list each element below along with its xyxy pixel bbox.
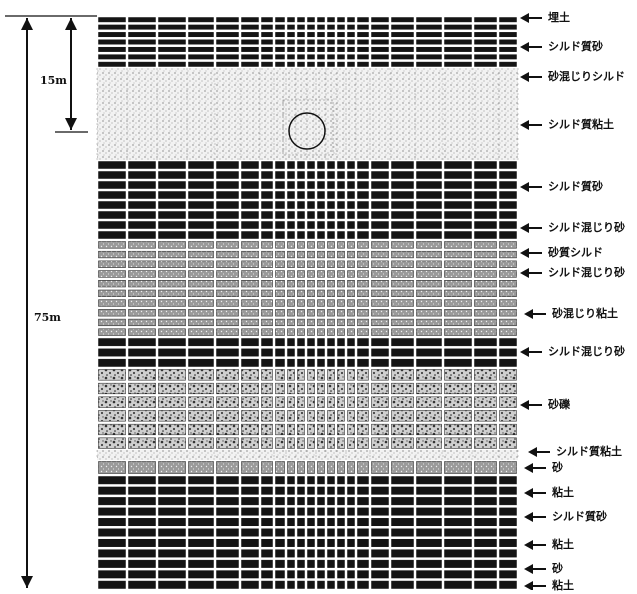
label-arrow-2	[520, 72, 542, 82]
layer-label-7: シルド混じり砂	[548, 267, 625, 279]
layer-label-4: シルド質砂	[548, 181, 603, 193]
layer-label-1: シルド質砂	[548, 41, 603, 53]
label-arrow-7	[520, 268, 542, 278]
layer-label-10: 砂礫	[548, 399, 570, 411]
label-arrow-15	[524, 540, 546, 550]
layer-label-12: 砂	[552, 462, 563, 474]
label-arrow-9	[520, 347, 542, 357]
soil-band-1	[97, 68, 518, 148]
soil-band-4	[99, 242, 517, 336]
label-arrow-8	[524, 309, 546, 319]
soil-band-6	[99, 370, 517, 449]
label-arrow-14	[524, 512, 546, 522]
soil-band-3	[99, 162, 517, 239]
layer-label-17: 粘土	[552, 580, 574, 592]
overall-dimension-arrow	[21, 18, 33, 588]
label-arrow-6	[520, 248, 542, 258]
label-arrow-17	[524, 581, 546, 590]
layer-label-13: 粘土	[552, 487, 574, 499]
soil-band-9	[99, 477, 517, 589]
soil-band-0	[99, 18, 517, 67]
layer-label-6: 砂質シルド	[548, 247, 603, 259]
soil-band-8	[99, 462, 517, 474]
label-arrow-3	[520, 120, 542, 130]
soil-band-2	[97, 148, 518, 160]
label-arrow-13	[524, 488, 546, 498]
soil-band-5	[99, 339, 517, 367]
label-arrow-10	[520, 400, 542, 410]
soil-band-7	[97, 450, 518, 460]
label-arrow-5	[520, 223, 542, 233]
upper-depth-label: 15m	[40, 75, 67, 87]
label-arrow-11	[528, 447, 550, 457]
layer-label-14: シルド質砂	[552, 511, 607, 523]
layer-label-16: 砂	[552, 563, 563, 575]
layer-label-5: シルド混じり砂	[548, 222, 625, 234]
layer-label-9: シルド混じり砂	[548, 346, 625, 358]
layer-label-0: 埋土	[548, 12, 570, 24]
layer-label-2: 砂混じりシルド	[548, 71, 625, 83]
label-arrow-1	[520, 42, 542, 52]
label-arrow-12	[524, 463, 546, 473]
label-arrow-4	[520, 182, 542, 192]
layer-label-11: シルド質粘土	[556, 446, 622, 458]
layer-label-8: 砂混じり粘土	[552, 308, 618, 320]
layer-label-3: シルド質粘土	[548, 119, 614, 131]
overall-depth-label: 75m	[34, 312, 61, 324]
label-arrow-0	[520, 13, 542, 23]
label-arrow-16	[524, 564, 546, 574]
layer-label-15: 粘土	[552, 539, 574, 551]
